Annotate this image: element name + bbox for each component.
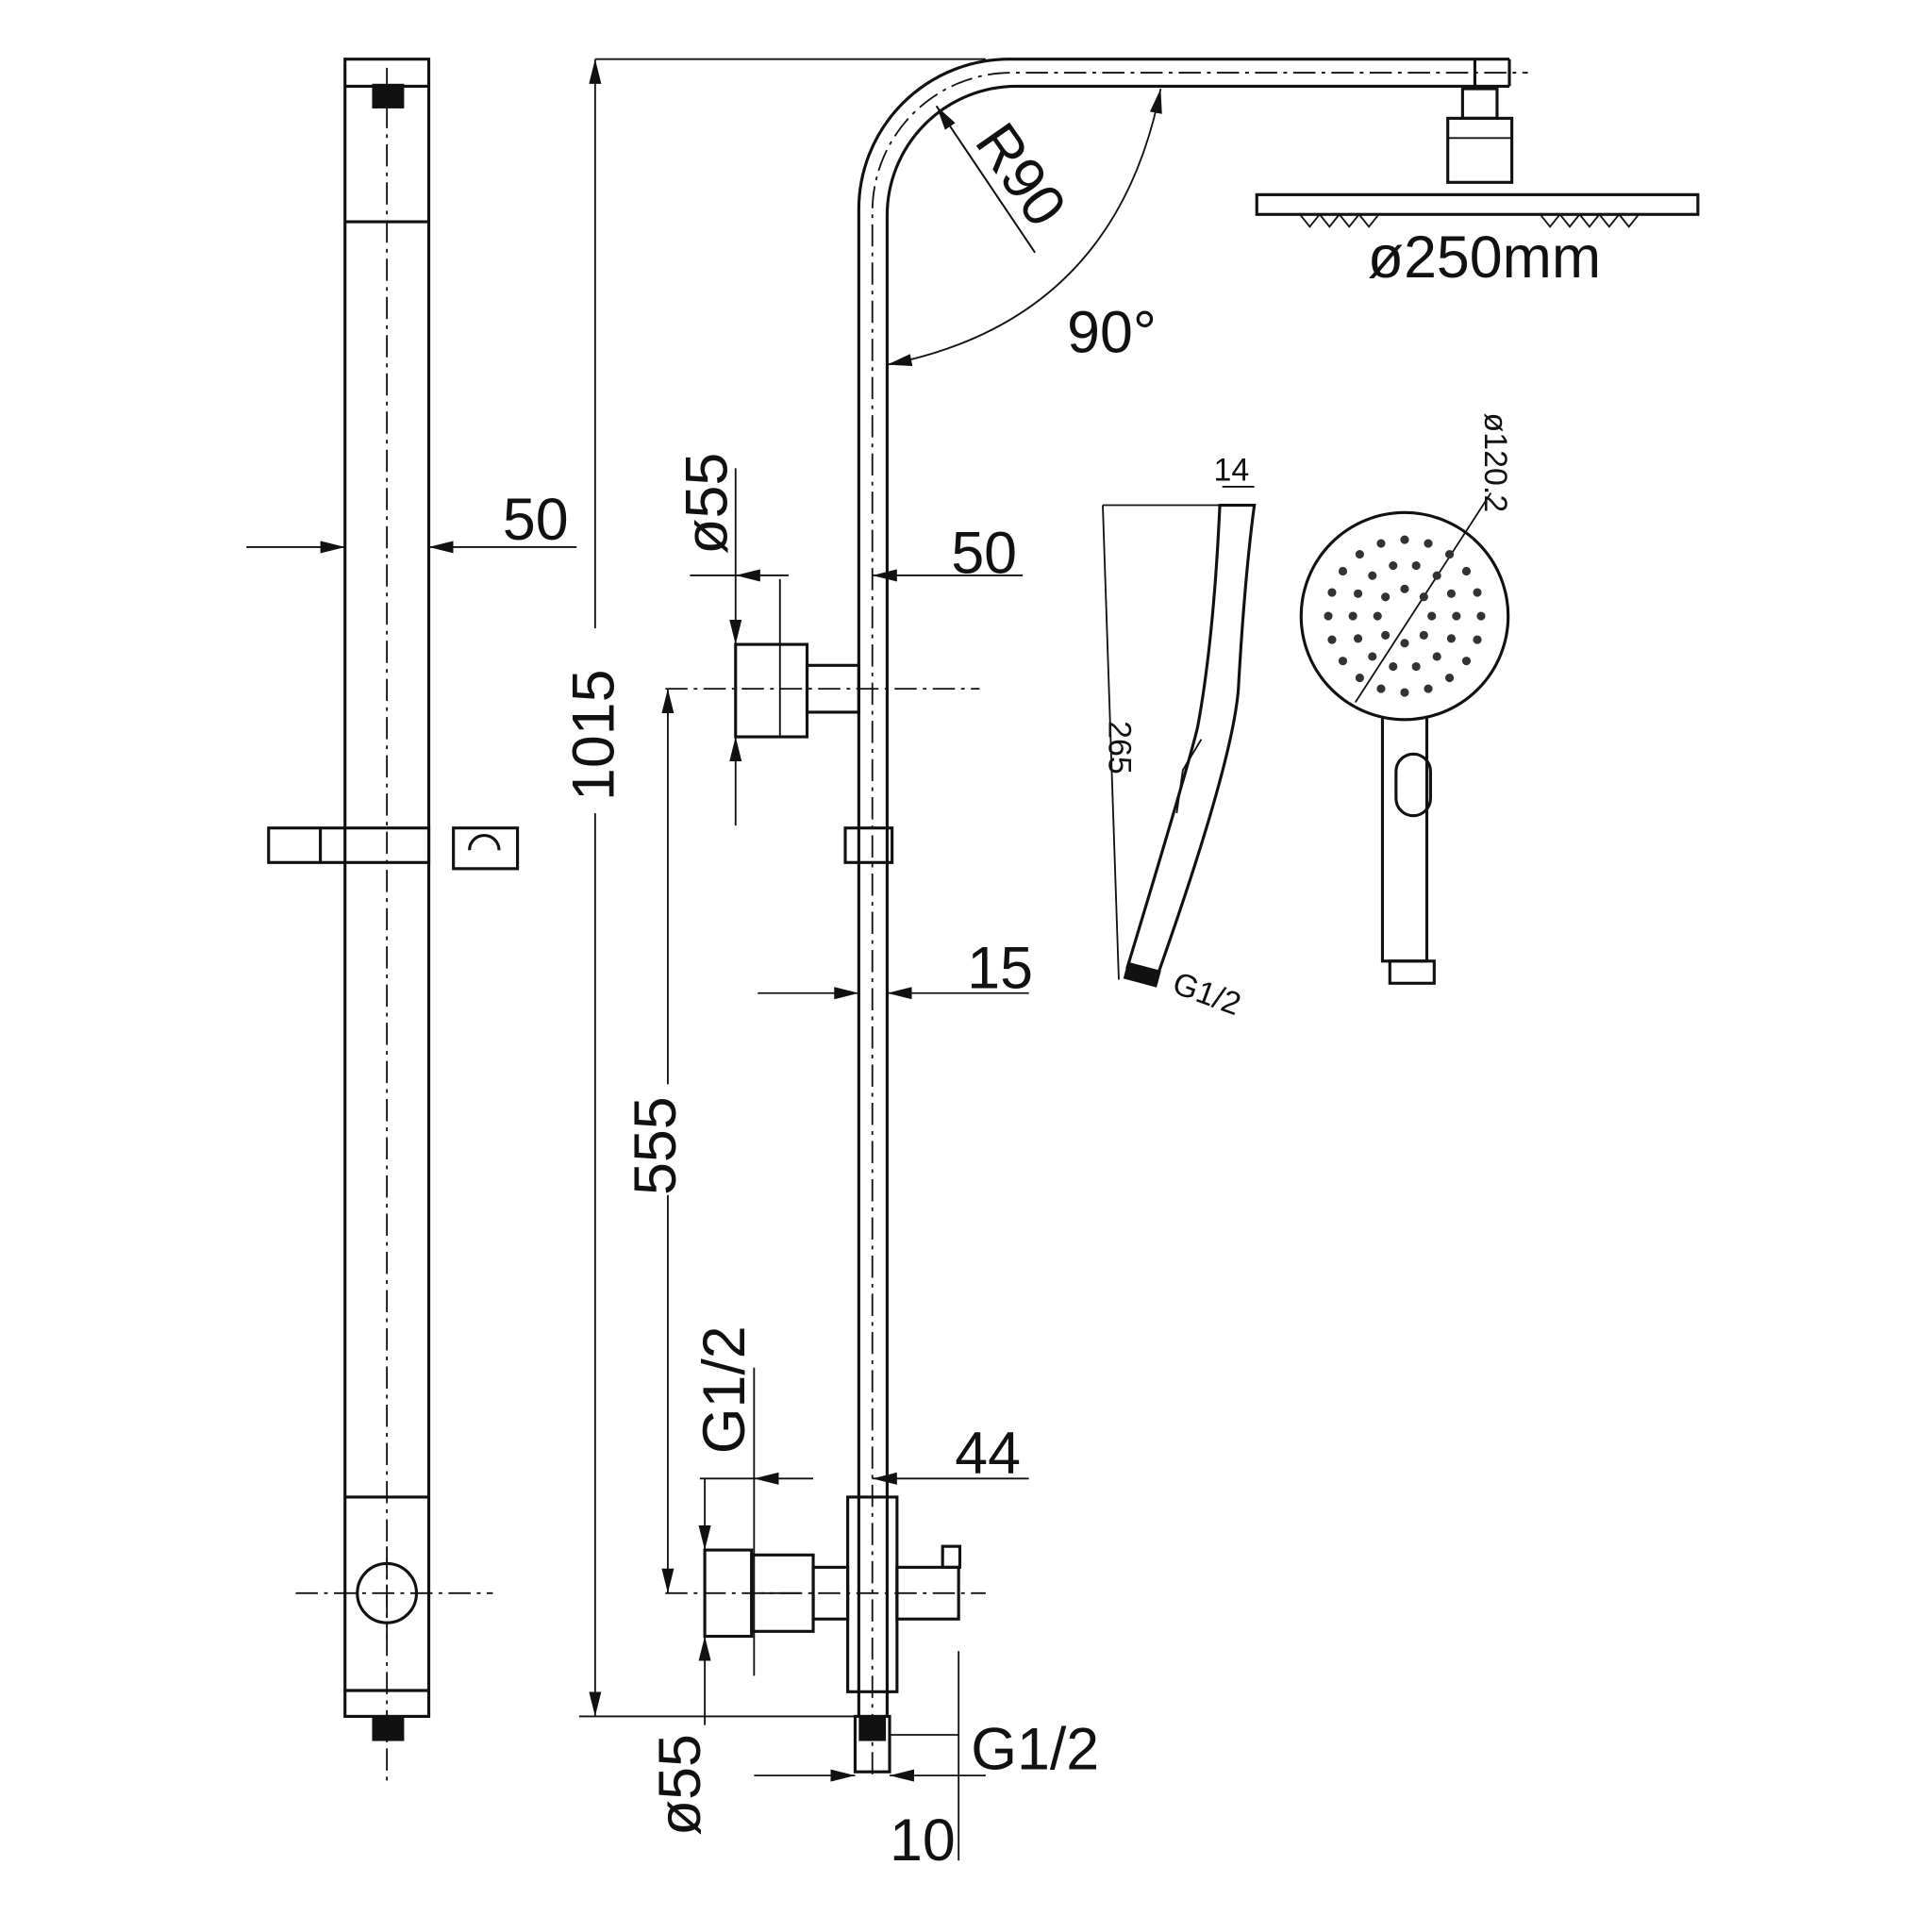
nozzle-dot — [1381, 630, 1391, 640]
nozzle-dot — [1446, 589, 1456, 598]
bend-angle-label: 90° — [1067, 300, 1157, 366]
outlet-height-label: 555 — [623, 1096, 689, 1195]
nozzle-dot — [1424, 684, 1433, 693]
handset-thickness-label: 14 — [1214, 452, 1250, 488]
handset-length-label: 265 — [1102, 721, 1138, 774]
hand-shower-front: ø120.2 — [1299, 413, 1513, 985]
nozzle-dot — [1411, 661, 1421, 672]
nozzle-dot — [1368, 652, 1377, 661]
bottom-thread-label: G1/2 — [971, 1717, 1099, 1783]
total-height-label: 1015 — [560, 670, 626, 801]
nozzle-dot — [1327, 635, 1337, 644]
nozzle-dot — [1348, 611, 1357, 621]
shower-head — [1255, 87, 1700, 228]
nozzle-dot — [1473, 635, 1482, 644]
mixer-valve — [665, 1495, 986, 1693]
nozzle-dot — [1461, 566, 1472, 576]
nozzle-dot — [1353, 634, 1363, 643]
bottom-offset-label: 10 — [890, 1807, 956, 1874]
nozzle-dot — [1353, 589, 1363, 598]
nozzle-dot — [1338, 566, 1348, 576]
hand-shower-side: 14 265 G1/2 — [1102, 452, 1257, 1023]
nozzle-dot — [1424, 539, 1433, 548]
handset-diameter-label: ø120.2 — [1477, 413, 1513, 513]
nozzle-dot — [1452, 611, 1461, 621]
valve-offset-label: 44 — [955, 1421, 1021, 1487]
nozzle-dot — [1476, 611, 1486, 621]
head-diameter-label: ø250mm — [1368, 225, 1601, 291]
bracket-diameter-label: ø55 — [675, 453, 741, 555]
nozzle-dot — [1461, 657, 1472, 666]
nozzle-dot — [1445, 674, 1455, 683]
nozzle-dot — [1324, 611, 1333, 621]
pipe-diameter-label: 15 — [967, 936, 1033, 1002]
slider — [843, 826, 894, 864]
nozzle-dot — [1446, 634, 1456, 643]
inlet-thread-label: G1/2 — [691, 1325, 758, 1454]
handset-thread-label: G1/2 — [1168, 965, 1245, 1023]
wall-bracket — [665, 578, 980, 739]
nozzle-dot — [1427, 611, 1437, 621]
nozzle-dot — [1419, 592, 1428, 602]
nozzle-dot — [1400, 584, 1409, 593]
nozzle-dot — [1432, 571, 1441, 580]
nozzle-dot — [1355, 674, 1364, 683]
nozzle-dot — [1419, 630, 1428, 640]
rail-width-label: 50 — [503, 487, 569, 553]
nozzle-dot — [1355, 549, 1364, 559]
nozzle-dot — [1376, 684, 1386, 693]
nozzle-dot — [1376, 539, 1386, 548]
nozzle-dot — [1473, 588, 1482, 597]
spray-nozzles — [1324, 535, 1486, 697]
nozzle-dot — [1389, 661, 1398, 672]
bracket-offset-label: 50 — [951, 520, 1017, 586]
nozzle-dot — [1400, 688, 1409, 697]
nozzle-dot — [1432, 652, 1441, 661]
nozzle-dot — [1327, 588, 1337, 597]
nozzle-dot — [1400, 535, 1409, 544]
nozzle-dot — [1445, 549, 1455, 559]
nozzle-dot — [1400, 639, 1409, 648]
riser-view: ø250mm R90 90° 1015 ø55 50 15 555 — [560, 58, 1700, 1874]
nozzle-dot — [1381, 592, 1391, 602]
nozzle-dot — [1411, 561, 1421, 571]
nozzle-dot — [1373, 611, 1382, 621]
nozzle-dot — [1338, 657, 1348, 666]
nozzle-dot — [1368, 571, 1377, 580]
slide-rail-view: 50 — [246, 58, 577, 1781]
bend-radius-label: R90 — [962, 111, 1078, 238]
nozzle-dot — [1389, 561, 1398, 571]
handset-holder — [267, 826, 520, 871]
valve-diameter-label: ø55 — [647, 1734, 713, 1836]
